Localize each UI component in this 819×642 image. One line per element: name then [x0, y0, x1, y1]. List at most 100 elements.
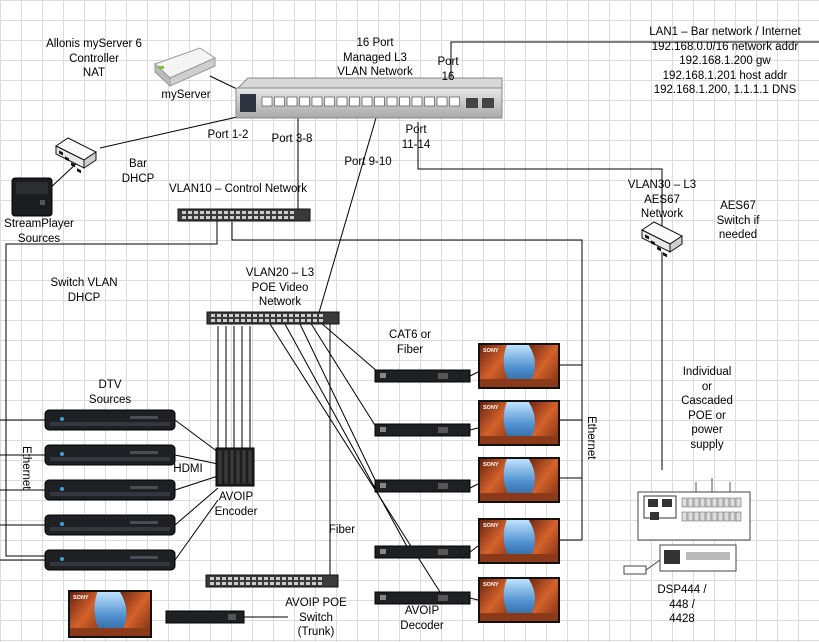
dtv-label: DTV Sources	[80, 378, 140, 407]
tv-brand-label: SONY	[483, 582, 499, 588]
port1-2-label: Port 1-2	[207, 129, 249, 141]
vlan30-label: VLAN30 – L3 AES67 Network	[620, 178, 704, 222]
decoder5-to-tv5-wire	[469, 597, 479, 601]
streamplayer-text-1: StreamPlayer	[4, 218, 74, 230]
dtv-box-icon	[44, 444, 176, 466]
switch-vlan-label: Switch VLAN DHCP	[44, 276, 124, 305]
vlan20-switch-icon	[206, 311, 340, 325]
dtv-box-icon	[44, 409, 176, 431]
dtv-hdmi-wire-4	[174, 487, 219, 526]
aes67-switch-icon	[641, 221, 683, 258]
avoip-decoder-text-1: AVOIP	[404, 605, 440, 617]
vlan10-switch-icon	[177, 208, 311, 222]
dtv-hdmi-wire-2	[174, 454, 219, 465]
decoder-icon	[374, 545, 471, 559]
bar-text: Bar	[129, 158, 147, 170]
power-text-3: Cascaded	[681, 395, 733, 407]
vlan20-to-decoder4-wire	[284, 323, 411, 553]
dtv-box-icon	[44, 514, 176, 536]
managed-switch-title-2: Managed L3	[343, 51, 407, 64]
vlan20-text-1: VLAN20 – L3	[245, 267, 315, 279]
avoip-encoder-text-1: AVOIP	[218, 491, 254, 503]
avoip-poe-text-1: AVOIP POE	[285, 597, 347, 609]
aes67-switch-text-2: Switch if	[716, 214, 760, 227]
decoder-icon	[374, 479, 471, 493]
managed-switch-label: 16 Port Managed L3 VLAN Network	[322, 36, 428, 80]
managed-switch-title-3: VLAN Network	[337, 66, 413, 78]
power-text-4: POE or	[688, 409, 726, 422]
avoip-poe-text-2: Switch	[299, 611, 333, 624]
port11-14-label: Port 11-14	[396, 123, 436, 152]
decoder-icon	[374, 369, 471, 383]
dsp-label: DSP444 / 448 / 4428	[650, 583, 714, 627]
port9-10-label: Port 9-10	[344, 156, 392, 168]
bar-dhcp-text: DHCP	[121, 172, 155, 185]
aes67-switch-text-1: AES67	[720, 200, 756, 212]
power-text-1: Individual	[682, 366, 732, 378]
vlan20-text-3: Network	[258, 296, 302, 308]
port16-text-1: Port	[437, 56, 459, 68]
managed-switch-title-1: 16 Port	[356, 37, 394, 49]
switch-vlan-text-1: Switch VLAN	[50, 277, 118, 289]
dtv-text-1: DTV	[98, 379, 122, 391]
port3-8-label: Port 3-8	[271, 133, 313, 145]
decoder-icon	[165, 610, 245, 624]
lan1-line-5: 192.168.1.200, 1.1.1.1 DNS	[653, 84, 797, 96]
decoder1-to-tv1-wire	[469, 371, 479, 377]
dtv-box-icon	[44, 549, 176, 571]
avoip-poe-text-3: (Trunk)	[297, 626, 335, 638]
vlan20-to-decoder2-wire	[309, 321, 379, 431]
myserver-label: myServer	[161, 89, 211, 101]
cat6-label: CAT6 or Fiber	[380, 328, 440, 357]
bar-switch-icon	[55, 137, 97, 174]
tv-2-icon: SONY	[478, 400, 560, 446]
dsp-text-3: 4428	[669, 613, 695, 625]
tv-brand-label: SONY	[483, 405, 499, 411]
lan1-line-3: 192.168.1.200 gw	[679, 55, 771, 67]
bar-dhcp-label: Bar DHCP	[116, 157, 160, 186]
dtv-hdmi-wire-1	[174, 419, 219, 453]
tv-5-icon: SONY	[478, 577, 560, 623]
lan1-line-1: LAN1 – Bar network / Internet	[649, 26, 801, 38]
streamplayer-icon	[11, 177, 53, 217]
myserver-icon	[154, 47, 217, 88]
aes67-switch-text-3: needed	[718, 229, 758, 241]
hdmi-label: HDMI	[173, 463, 203, 475]
cat6-text-1: CAT6 or	[389, 329, 431, 341]
tv-3-icon: SONY	[478, 457, 560, 503]
power-text-2: or	[701, 380, 713, 393]
streamplayer-label: StreamPlayer Sources	[0, 217, 78, 246]
vlan20-label: VLAN20 – L3 POE Video Network	[236, 266, 324, 310]
dsp-text-2: 448 /	[669, 598, 695, 611]
lan1-line-2: 192.168.0.0/16 network addr	[651, 40, 799, 53]
tv-brand-label: SONY	[73, 595, 89, 601]
managed-switch-icon	[234, 77, 503, 119]
decoder4-to-tv4-wire	[469, 545, 479, 553]
tv-brand-label: SONY	[483, 523, 499, 529]
tv-1-icon: SONY	[478, 343, 560, 389]
avoip-poe-switch-icon	[205, 574, 339, 588]
avoip-decoder-label: AVOIP Decoder	[390, 604, 454, 633]
streamplayer-text-2: Sources	[17, 232, 61, 245]
dtv-hdmi-wire-5	[174, 499, 219, 561]
allonis-label: Allonis myServer 6 Controller NAT	[36, 37, 152, 81]
vlan10-label: VLAN10 – Control Network	[168, 183, 308, 195]
decoder-icon	[374, 591, 471, 605]
vlan30-text-2: AES67	[644, 193, 680, 206]
decoder2-to-tv2-wire	[469, 427, 479, 431]
tv-4-icon: SONY	[478, 518, 560, 564]
vlan30-text-3: Network	[640, 208, 684, 220]
power-label: Individual or Cascaded POE or power supp…	[672, 365, 742, 452]
port9-10-to-vlan20-wire	[317, 117, 377, 317]
vlan10-ethernet-trunk-wire	[5, 220, 218, 557]
avoip-encoder-text-2: Encoder	[214, 505, 258, 518]
vlan10-to-decoders-wire	[231, 222, 583, 540]
avoip-encoder-label: AVOIP Encoder	[204, 490, 268, 519]
switch-vlan-text-2: DHCP	[67, 291, 101, 304]
encoder-icon	[215, 447, 255, 487]
power-text-6: supply	[690, 438, 724, 451]
tv-brand-label: SONY	[483, 462, 499, 468]
cat6-text-2: Fiber	[396, 343, 424, 356]
